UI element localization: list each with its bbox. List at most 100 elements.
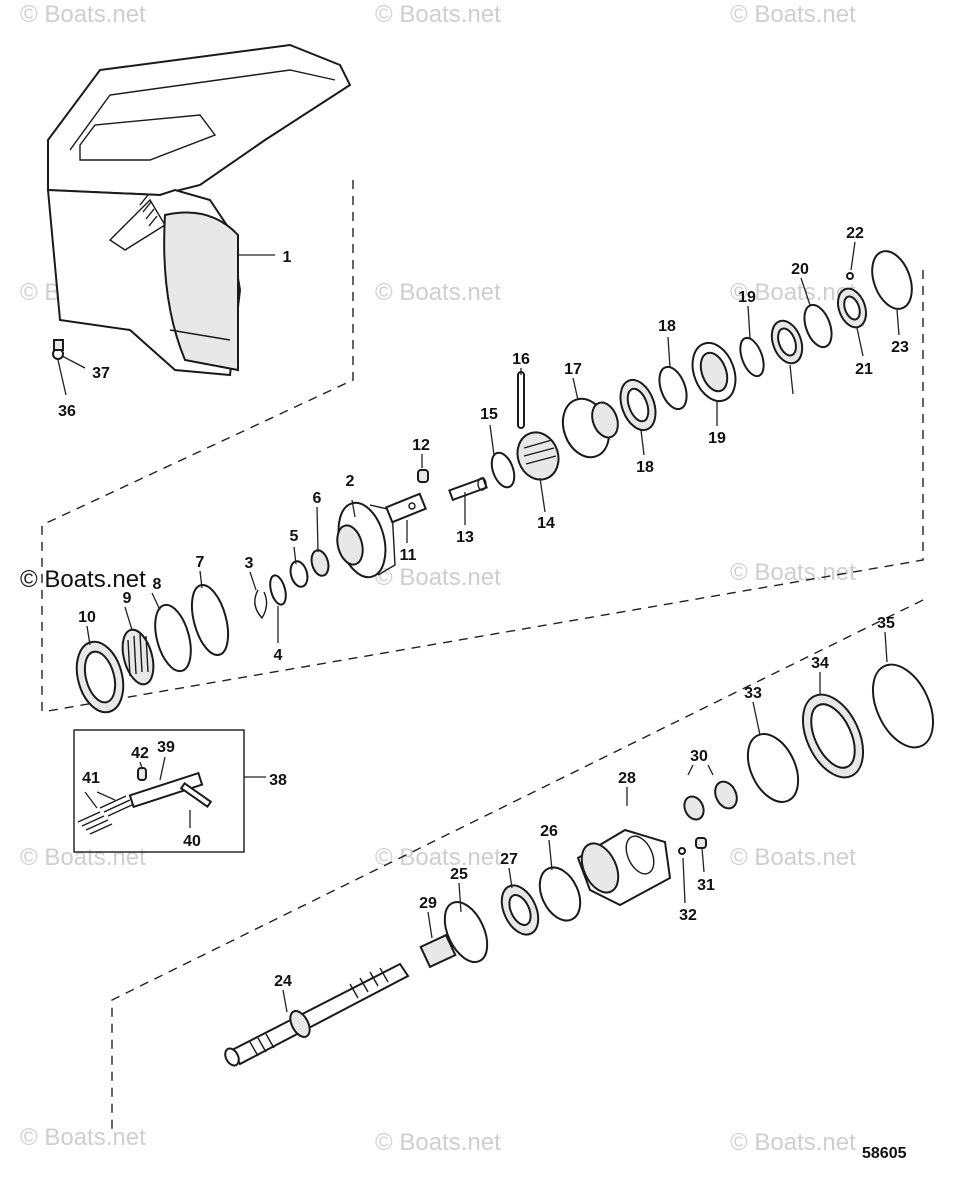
reverse-gear	[561, 397, 619, 459]
svg-text:© Boats.net: © Boats.net	[20, 566, 146, 593]
callout-14: 14	[537, 515, 555, 532]
watermark: © Boats.net	[375, 844, 501, 871]
callout-18: 18	[658, 318, 676, 335]
watermark: © Boats.net	[730, 1129, 856, 1156]
seal	[683, 795, 705, 821]
callout-32: 32	[679, 907, 697, 924]
figure-number: 58605	[862, 1145, 907, 1162]
cross-pin	[517, 371, 525, 429]
callout-29: 29	[419, 895, 437, 912]
cam-follower	[385, 492, 427, 524]
clutch-dog	[516, 431, 560, 481]
watermark: © Boats.net	[730, 279, 856, 306]
propeller-shaft	[224, 962, 410, 1067]
watermark: © Boats.net	[375, 279, 501, 306]
callout-3: 3	[245, 555, 254, 572]
washer	[269, 574, 287, 606]
watermark: © Boats.net	[730, 559, 856, 586]
callout-33: 33	[744, 685, 762, 702]
callout-25: 25	[450, 866, 468, 883]
callout-30: 30	[690, 748, 708, 765]
watermark: © Boats.net	[20, 1, 146, 28]
callout-26: 26	[540, 823, 558, 840]
retaining-ring	[871, 663, 935, 749]
callout-28: 28	[618, 770, 636, 787]
o-ring	[190, 583, 230, 657]
shim	[658, 365, 688, 411]
roller-bearing	[121, 628, 155, 686]
callout-31: 31	[697, 877, 715, 894]
callout-36: 36	[58, 403, 76, 420]
thrust-bearing	[500, 884, 540, 936]
fitting	[695, 837, 707, 849]
callout-4: 4	[274, 647, 283, 664]
retaining-ring	[254, 589, 268, 620]
bearing	[770, 319, 804, 365]
shift-cam	[417, 469, 429, 483]
o-ring	[443, 901, 489, 963]
bearing-cup	[75, 640, 125, 714]
callout-16: 16	[512, 351, 530, 368]
watermark: © Boats.net	[730, 844, 856, 871]
washer	[803, 303, 833, 349]
callout-19: 19	[738, 289, 756, 306]
bearing-race	[619, 378, 657, 432]
callout-22: 22	[846, 225, 864, 242]
shift-shaft	[448, 476, 488, 502]
callout-34: 34	[811, 655, 829, 672]
callout-11: 11	[400, 547, 417, 564]
o-ring	[154, 603, 192, 673]
spring-kit-box	[73, 729, 245, 853]
callout-17: 17	[564, 361, 582, 378]
callout-38: 38	[269, 772, 287, 789]
dashed-boundaries	[41, 180, 924, 1132]
callout-41: 41	[82, 770, 100, 787]
callout-1: 1	[283, 249, 292, 266]
bushing	[419, 933, 457, 969]
copyright-notice: © Boats.net	[20, 566, 146, 593]
callout-7: 7	[196, 554, 205, 571]
cover-nut	[801, 693, 865, 779]
callout-12: 12	[412, 437, 430, 454]
small-o-ring	[678, 847, 686, 855]
callout-9: 9	[123, 590, 132, 607]
bearing-carrier-lower	[576, 828, 672, 907]
gearcase-housing	[46, 43, 352, 377]
callout-8: 8	[153, 576, 162, 593]
callout-6: 6	[313, 490, 322, 507]
shim	[739, 336, 765, 378]
seal	[714, 780, 738, 810]
callout-27: 27	[500, 851, 518, 868]
callout-20: 20	[791, 261, 809, 278]
watermark: © Boats.net	[20, 1124, 146, 1151]
ball	[846, 272, 854, 280]
callout-39: 39	[157, 739, 175, 756]
callout-42: 42	[131, 745, 149, 762]
tab-washer	[746, 733, 800, 803]
watermark: © Boats.net	[375, 564, 501, 591]
watermark: © Boats.net	[20, 844, 146, 871]
callout-19: 19	[708, 430, 726, 447]
washer	[289, 560, 309, 588]
callout-37: 37	[92, 365, 110, 382]
callout-5: 5	[290, 528, 299, 545]
watermark: © Boats.net	[375, 1, 501, 28]
callout-18: 18	[636, 459, 654, 476]
callout-23: 23	[891, 339, 909, 356]
watermark: © Boats.net	[730, 1, 856, 28]
callout-10: 10	[78, 609, 96, 626]
callout-21: 21	[855, 361, 873, 378]
callout-40: 40	[183, 833, 201, 850]
callout-labels: 1234567891011121314151617181819192021222…	[58, 225, 909, 990]
spacer	[310, 549, 330, 577]
callout-24: 24	[274, 973, 292, 990]
callout-35: 35	[877, 615, 895, 632]
callout-15: 15	[480, 406, 498, 423]
o-ring	[490, 451, 516, 489]
watermark: © Boats.net	[375, 1129, 501, 1156]
bearing-race	[538, 866, 582, 922]
retainer-nut	[836, 287, 868, 329]
leader-lines	[84, 241, 900, 1013]
